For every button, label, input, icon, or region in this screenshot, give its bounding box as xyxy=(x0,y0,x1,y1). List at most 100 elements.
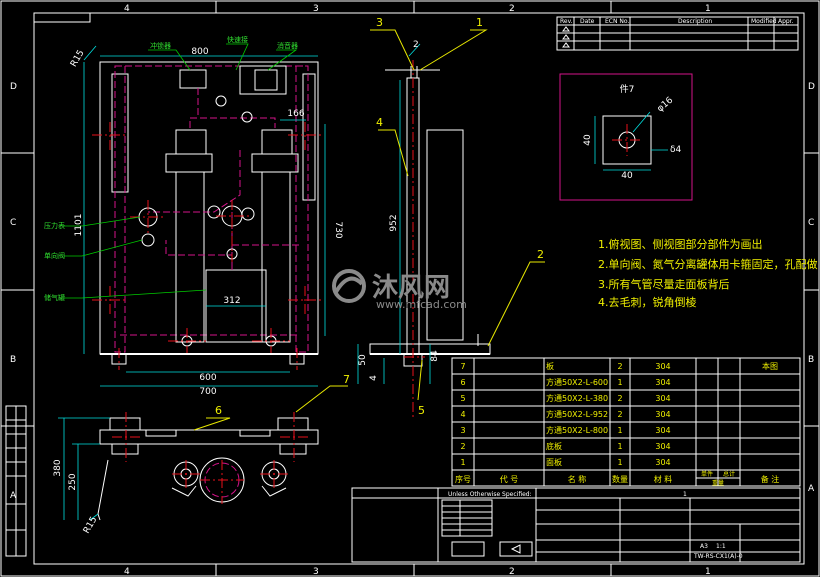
bom-row-6-no: 6 xyxy=(460,378,465,387)
dim-952: 952 xyxy=(389,214,399,231)
callout-air-tank: 储气罐 xyxy=(44,293,65,302)
callout-top-right: 消音器 xyxy=(277,41,298,50)
dim-1101: 1101 xyxy=(74,214,84,237)
zone-right-c: C xyxy=(808,218,814,228)
dim-166: 166 xyxy=(287,109,304,119)
title-block-company: Unless Otherwise Specified: xyxy=(448,491,532,498)
bom-row-4-material: 304 xyxy=(655,410,670,419)
title-block-scale: 1:1 xyxy=(716,543,726,550)
bom-row-7-qty: 2 xyxy=(617,362,622,371)
bom-row-7-no: 7 xyxy=(460,362,465,371)
rev-col-rev: Rev. xyxy=(560,18,573,25)
zone-bottom-4: 4 xyxy=(124,567,130,577)
dim-312: 312 xyxy=(223,296,240,306)
zone-bottom-1: 1 xyxy=(705,567,711,577)
bom-row-2-name: 底板 xyxy=(546,441,562,451)
watermark-url: www.mfcad.com xyxy=(376,298,467,311)
bom-row-2-material: 304 xyxy=(655,442,670,451)
dim-4: 4 xyxy=(369,375,379,381)
dim-r15-bottom: R15 xyxy=(82,515,100,535)
bom-row-7-material: 304 xyxy=(655,362,670,371)
dim-600: 600 xyxy=(199,373,216,383)
bom-row-4-name: 方通50X2-L-952 xyxy=(546,409,608,419)
bottom-view xyxy=(58,385,348,521)
dim-250: 250 xyxy=(68,473,78,490)
bottom-label-6: 6 xyxy=(215,404,222,417)
detail-part-7 xyxy=(559,73,693,201)
note-1: 1.俯视图、侧视图部分部件为画出 xyxy=(598,237,763,251)
bom-row-6-material: 304 xyxy=(655,378,670,387)
bom-table xyxy=(451,357,801,487)
bom-row-3-no: 3 xyxy=(460,426,465,435)
zone-top-1: 1 xyxy=(705,4,711,14)
title-block-unit: A3 xyxy=(700,543,708,550)
rev-col-date: Date xyxy=(580,18,595,25)
bom-row-6-name: 方通50X2-L-600 xyxy=(546,377,608,387)
drawing-tag-box xyxy=(33,12,91,23)
zone-top-4: 4 xyxy=(124,4,130,14)
note-4: 4.去毛刺，锐角倒棱 xyxy=(598,295,697,309)
inner-frame xyxy=(33,12,805,565)
bom-row-5-material: 304 xyxy=(655,394,670,403)
detail-dim-thickness: δ4 xyxy=(670,145,682,155)
rev-col-app: Appr. xyxy=(778,18,794,25)
rev-col-ecn: ECN No. xyxy=(605,18,629,25)
dim-700: 700 xyxy=(199,387,216,397)
detail-title: 件7 xyxy=(620,83,635,95)
zone-right-a: A xyxy=(808,484,815,494)
bom-row-3-material: 304 xyxy=(655,426,670,435)
bom-header-remark: 备 注 xyxy=(761,474,780,484)
bom-row-2-qty: 1 xyxy=(617,442,622,451)
side-label-5: 5 xyxy=(418,404,425,417)
bom-row-7-name: 板 xyxy=(546,361,554,371)
bom-header-no: 序号 xyxy=(455,474,471,484)
title-block xyxy=(5,405,801,563)
bom-row-5-no: 5 xyxy=(460,394,465,403)
zone-bottom-2: 2 xyxy=(509,567,515,577)
zone-right-b: B xyxy=(808,355,814,365)
bom-row-3-name: 方通50X2-L-800 xyxy=(546,425,608,435)
side-label-1: 1 xyxy=(476,16,483,29)
zone-left-b: B xyxy=(10,355,16,365)
title-block-drawing-no: TW-RS-CX1(A)-0 xyxy=(693,553,743,560)
zone-right-d: D xyxy=(808,82,815,92)
bom-row-1-material: 304 xyxy=(655,458,670,467)
watermark-brand: 沐风网 xyxy=(372,273,450,303)
bom-row-1-no: 1 xyxy=(460,458,465,467)
bom-header-weight-single: 单件 xyxy=(701,470,713,478)
callout-top-left: 冲锁器 xyxy=(150,41,171,50)
zone-top-3: 3 xyxy=(313,4,319,14)
dim-730: 730 xyxy=(333,221,343,238)
bom-header-material: 材 料 xyxy=(654,474,673,484)
bom-row-1-qty: 1 xyxy=(617,458,622,467)
callout-check-valve: 单向阀 xyxy=(44,251,65,260)
note-2: 2.单向阀、氮气分离罐体用卡箍固定，孔配做 xyxy=(598,257,818,271)
zone-top-2: 2 xyxy=(509,4,515,14)
dim-380: 380 xyxy=(53,459,63,476)
watermark-logo xyxy=(332,269,366,303)
dim-84: 84 xyxy=(430,350,440,362)
bom-header-name: 名 称 xyxy=(568,474,587,484)
bom-row-2-no: 2 xyxy=(460,442,465,451)
rev-col-desc: Description xyxy=(678,18,712,25)
side-dim-2: 2 xyxy=(413,40,419,50)
rev-col-mod: Modified xyxy=(751,18,777,25)
bom-header-weight: 重量 xyxy=(712,479,724,487)
side-label-4: 4 xyxy=(376,116,383,129)
bom-row-5-qty: 2 xyxy=(617,394,622,403)
bottom-label-7: 7 xyxy=(343,373,350,386)
callout-pressure-gauge: 压力表 xyxy=(44,221,65,230)
bom-row-5-name: 方通50X2-L-380 xyxy=(546,393,608,403)
bom-header-qty: 数量 xyxy=(612,474,628,484)
zone-bottom-3: 3 xyxy=(313,567,319,577)
front-view xyxy=(64,43,326,387)
side-view xyxy=(357,29,545,420)
bom-header-weight-total: 总计 xyxy=(723,470,735,478)
dim-800: 800 xyxy=(191,47,208,57)
callout-top-mid: 快速接 xyxy=(227,35,248,44)
detail-dim-phi16: φ16 xyxy=(656,95,676,114)
side-label-3: 3 xyxy=(376,16,383,29)
